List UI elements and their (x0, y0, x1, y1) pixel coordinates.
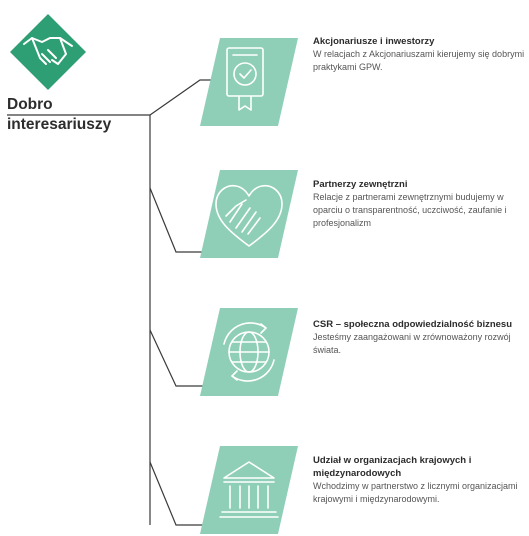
item-4-title: Udział w organizacjach krajowych i międz… (313, 455, 472, 479)
item-4: Udział w organizacjach krajowych i międz… (313, 454, 525, 506)
certificate-icon (226, 47, 264, 111)
item-2-desc: Relacje z partnerami zewnętrznymi buduje… (313, 192, 507, 228)
item-1: Akcjonariusze i inwestorzy W relacjach z… (313, 35, 525, 74)
item-4-desc: Wchodzimy w partnerstwo z licznymi organ… (313, 481, 518, 504)
item-3: CSR – społeczna odpowiedzialność biznesu… (313, 318, 525, 357)
badge-4 (200, 446, 298, 534)
item-1-title: Akcjonariusze i inwestorzy (313, 36, 435, 47)
item-3-title: CSR – społeczna odpowiedzialność biznesu (313, 319, 513, 330)
root-title: Dobro interesariuszy (7, 95, 111, 135)
root-title-line2: interesariuszy (7, 116, 112, 133)
item-3-desc: Jesteśmy zaangażowani w zrównoważony roz… (313, 332, 511, 355)
handshake-icon (23, 37, 73, 65)
hands-heart-icon (215, 184, 283, 247)
item-1-desc: W relacjach z Akcjonariuszami kierujemy … (313, 49, 525, 72)
item-2-title: Partnerzy zewnętrzni (313, 179, 408, 190)
badge-1 (200, 38, 298, 126)
badge-3 (200, 308, 298, 396)
root-title-line1: Dobro (7, 96, 53, 113)
item-2: Partnerzy zewnętrzni Relacje z partneram… (313, 178, 525, 230)
badge-2 (200, 170, 298, 258)
institution-icon (219, 461, 279, 518)
globe-icon (223, 322, 275, 382)
root-handshake-badge (10, 14, 86, 90)
